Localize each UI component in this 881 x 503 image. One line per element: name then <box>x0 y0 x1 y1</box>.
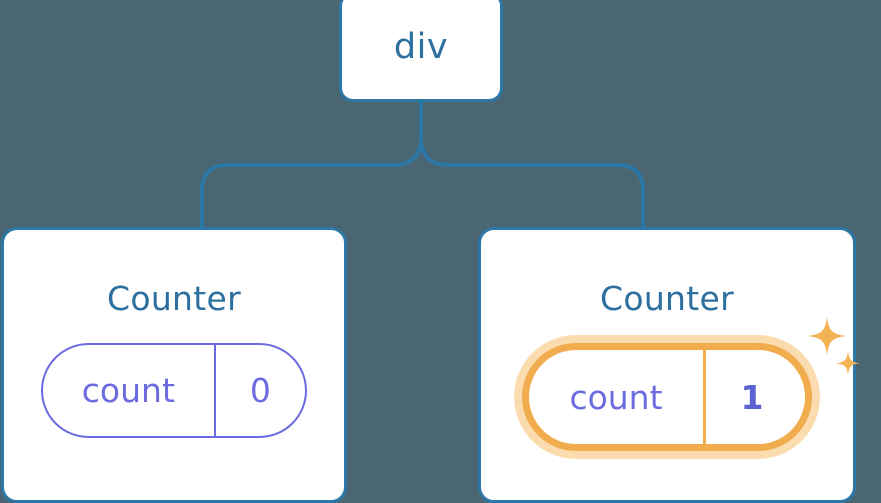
state-key-label: count <box>569 377 663 417</box>
state-pill-key-cell: count <box>529 350 706 444</box>
node-div-label: div <box>393 26 449 67</box>
component-card-counter-right[interactable]: Counter count 1 <box>478 227 860 503</box>
node-div[interactable]: div <box>339 0 503 102</box>
state-pill-key-cell: count <box>43 345 216 436</box>
card-title: Counter <box>107 279 241 318</box>
state-key-label: count <box>81 371 175 410</box>
state-pill-value-cell: 0 <box>216 345 305 436</box>
component-card-counter-left[interactable]: Counter count 0 <box>1 227 347 503</box>
state-pill-wrapper: count 0 <box>41 343 307 438</box>
card-title: Counter <box>600 279 734 318</box>
state-pill-highlighted[interactable]: count 1 <box>522 343 812 451</box>
state-value-label: 0 <box>249 371 271 410</box>
sparkle-icon <box>808 317 860 375</box>
state-pill-wrapper: count 1 <box>522 317 860 451</box>
state-value-label: 1 <box>740 377 764 417</box>
state-pill-value-cell: 1 <box>706 350 798 444</box>
state-pill[interactable]: count 0 <box>41 343 307 438</box>
